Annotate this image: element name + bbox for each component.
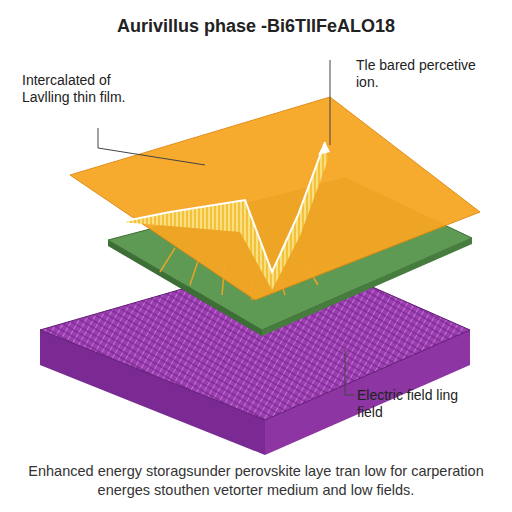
callout-label: Electric field ling field [357,387,467,421]
leader-line [98,60,354,395]
callout-label: Tle bared percetive ion. [356,57,476,91]
diagram-caption: Enhanced energy storagsunder perovskite … [14,462,498,500]
callout-label: Intercalated of Lavlling thin film. [22,72,132,106]
diagram-title: Aurivillus phase -Bi6TlIFeALO18 [0,16,512,37]
thin-film-layer [70,97,480,300]
